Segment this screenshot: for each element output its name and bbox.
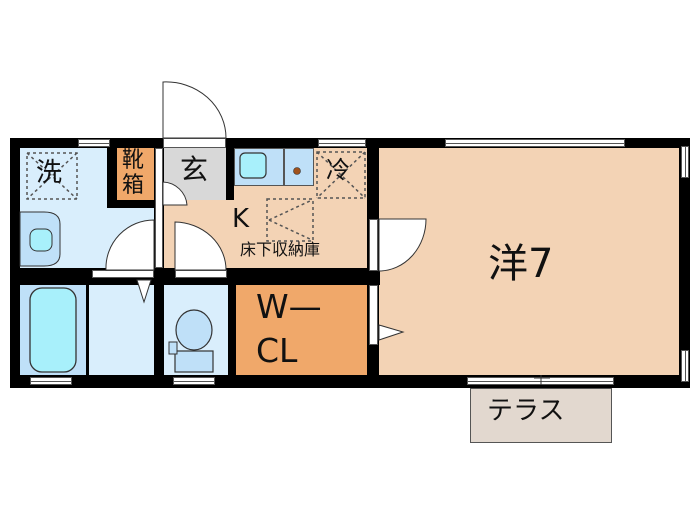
washing-machine-space — [26, 152, 78, 200]
wall — [107, 200, 164, 208]
entrance-label: 玄 — [180, 153, 209, 186]
window — [173, 377, 215, 385]
toilet-icon — [168, 309, 214, 373]
wall — [10, 138, 20, 388]
window — [681, 350, 689, 382]
door-opening — [369, 285, 378, 345]
underfloor-storage-label: 床下収納庫 — [240, 240, 321, 259]
washbasin-icon — [19, 211, 61, 267]
window — [318, 139, 366, 147]
window — [445, 139, 625, 147]
shoe-box — [117, 148, 154, 200]
wall — [679, 138, 690, 388]
wall — [86, 285, 89, 375]
washroom-label: 洗 — [36, 158, 63, 188]
western-room-label: 洋7 — [488, 241, 554, 287]
stove-counter — [284, 148, 314, 186]
terrace-label: テラス — [487, 396, 565, 426]
fridge-space — [316, 151, 366, 199]
kitchen-label: K — [232, 204, 250, 234]
fridge-label: 冷 — [326, 156, 350, 184]
walk-in-closet-label-1: W— — [256, 287, 322, 326]
wall — [107, 138, 117, 208]
walk-in-closet-floor — [236, 285, 367, 375]
window — [681, 146, 689, 178]
sink-icon — [239, 152, 267, 179]
walk-in-closet-label-2: CL — [256, 331, 298, 370]
western-room-floor — [379, 148, 679, 378]
wall — [228, 268, 236, 388]
bathtub-icon — [29, 287, 77, 373]
wall — [226, 138, 234, 200]
door-opening — [369, 219, 378, 271]
shoe-box-label-2: 箱 — [122, 173, 145, 198]
window — [30, 377, 72, 385]
underfloor-storage-icon — [266, 198, 314, 242]
terrace — [470, 388, 612, 443]
shoe-box-label-1: 靴 — [122, 148, 145, 173]
door-opening — [155, 148, 163, 268]
window — [78, 139, 110, 147]
stove-icon — [293, 167, 301, 175]
